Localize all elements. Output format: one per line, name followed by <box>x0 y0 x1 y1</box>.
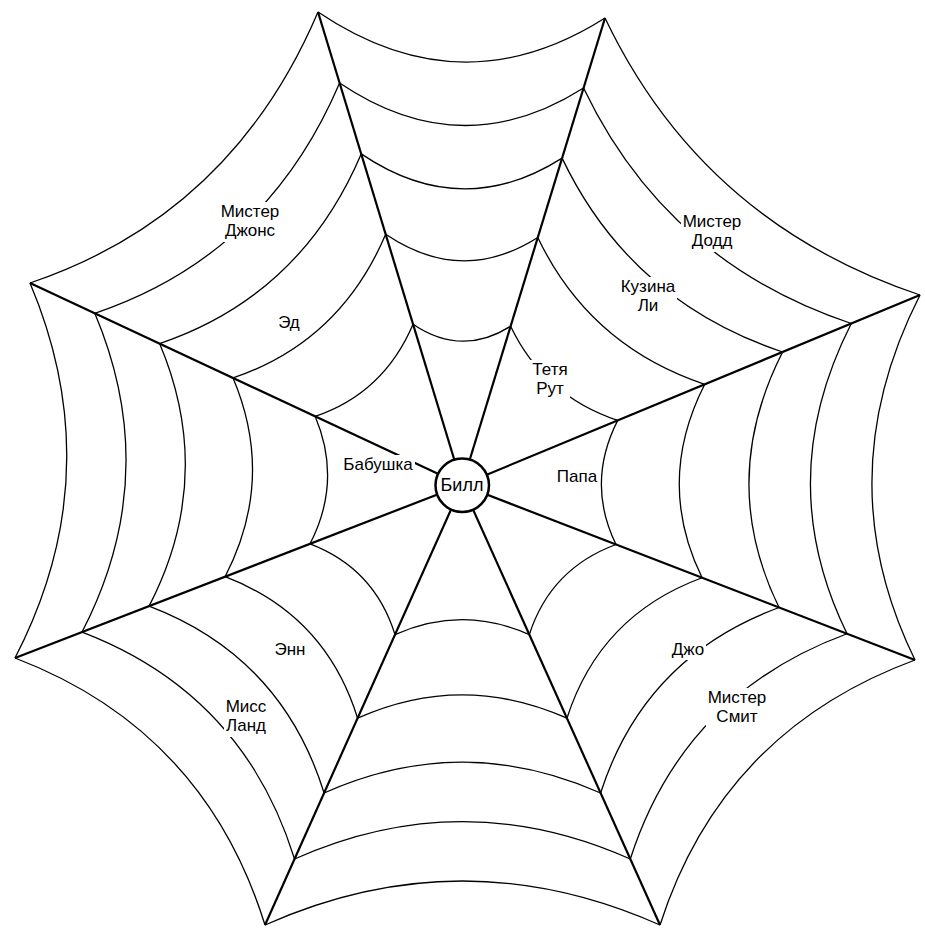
web-thread <box>358 695 567 718</box>
person-name: Мистер Додд <box>681 212 744 251</box>
person-name: Мисс Ланд <box>224 697 269 736</box>
web-thread <box>82 313 126 632</box>
web-thread <box>361 154 562 189</box>
person-name: Энн <box>273 640 308 661</box>
web-thread <box>511 326 618 420</box>
person-name: Бабушка <box>341 455 414 476</box>
web-thread <box>15 283 67 658</box>
web-thread <box>310 544 395 635</box>
web-thread <box>529 545 616 635</box>
web-thread <box>630 634 847 859</box>
web-thread <box>872 295 920 660</box>
web-thread <box>413 324 511 341</box>
web-thread <box>749 352 783 608</box>
web-lines <box>15 12 920 925</box>
web-thread <box>82 632 294 859</box>
center-name: Билл <box>441 476 484 494</box>
web-thread <box>318 12 605 62</box>
web-thread <box>562 158 783 352</box>
web-thread <box>810 324 851 634</box>
web-thread <box>265 881 660 925</box>
person-name: Мистер Джонс <box>219 202 282 241</box>
person-name: Эд <box>276 313 302 334</box>
web-thread <box>233 234 386 378</box>
web-thread <box>395 620 529 635</box>
web-thread <box>310 416 328 544</box>
person-name: Кузина Ли <box>619 277 678 316</box>
person-name: Мистер Смит <box>706 688 769 727</box>
web-thread <box>584 88 852 323</box>
web-thread <box>295 822 631 859</box>
person-name: Тетя Рут <box>530 360 569 399</box>
web-thread <box>605 18 920 295</box>
person-name: Папа <box>555 467 599 488</box>
web-thread <box>324 762 600 793</box>
web-thread <box>30 12 318 283</box>
web-thread <box>386 234 538 261</box>
web-thread <box>340 83 584 126</box>
web-thread <box>160 154 362 344</box>
web-thread <box>601 420 617 544</box>
web-thread <box>225 378 252 577</box>
web-thread <box>679 384 704 577</box>
web-thread <box>315 324 413 416</box>
center-circle: Билл <box>434 457 491 514</box>
web-thread <box>660 660 915 925</box>
web-thread <box>95 83 340 313</box>
person-name: Джо <box>670 640 706 661</box>
web-thread <box>149 344 185 606</box>
